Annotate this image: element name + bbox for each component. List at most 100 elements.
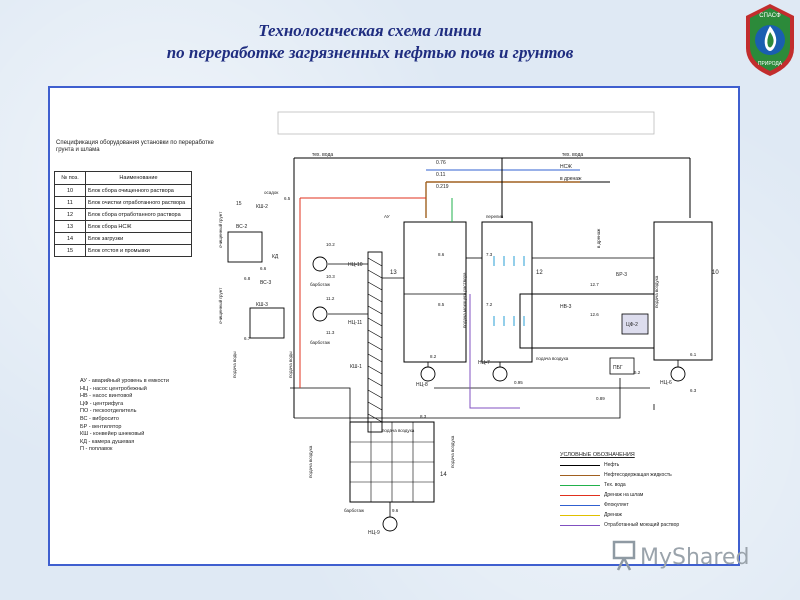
pipe-code-1: 0.76: [436, 160, 446, 166]
unit-15-label: 15: [236, 201, 242, 207]
legend-swatch: [560, 504, 600, 506]
legend-item: Тех. вода: [560, 480, 710, 490]
spec-name: Блок сбора НСЖ: [85, 220, 192, 233]
tag-4: 7.2: [486, 302, 493, 307]
abbr-item: НЦ - насос центробежный: [80, 385, 147, 392]
pipe-label-3: в дренаж: [560, 176, 582, 182]
vessel-14-label: 14: [440, 472, 447, 478]
title-line-2: по переработке загрязненных нефтью почв …: [166, 43, 574, 62]
legend-label: Нефть: [604, 462, 620, 468]
legend-swatch: [560, 484, 600, 486]
tag-12: 6.8: [244, 276, 251, 281]
legend-label: Нефтесодержащая жидкость: [604, 472, 672, 478]
spec-name: Блок сбора отработанного раствора: [85, 208, 192, 221]
spec-name: Блок сбора очищенного раствора: [85, 184, 192, 197]
spec-title: Спецификация оборудования установки по п…: [56, 140, 214, 153]
table-row: 12 Блок сбора отработанного раствора: [54, 208, 192, 221]
side-label-8: барботаж: [344, 508, 364, 513]
spec-pos: 12: [54, 208, 86, 221]
spec-pos: 14: [54, 232, 86, 245]
spec-pos: 13: [54, 220, 86, 233]
tag-22: 0.95: [514, 380, 523, 385]
vessel-12-label: 12: [536, 270, 543, 276]
legend-label: Дренаж на шлам: [604, 492, 644, 498]
tag-20: 8.3: [420, 414, 427, 419]
tag-19: 8.2: [430, 354, 437, 359]
tag-9: 12.7: [590, 282, 599, 287]
legend-label: Флокулянт: [604, 502, 629, 508]
abbreviation-legend: АУ - аварийный уровень в емкости НЦ - на…: [80, 378, 250, 454]
tag-7: 11.2: [326, 296, 335, 301]
abbr-item: НВ - насос винтовой: [80, 393, 133, 400]
tag-15: 9.6: [392, 508, 399, 513]
pump-nc10-label: НЦ-10: [348, 262, 363, 268]
tag-3: 7.3: [486, 252, 493, 257]
pump-nc8-label: НЦ-8: [416, 382, 428, 388]
tag-26: барботаж: [310, 282, 330, 287]
tag-16: 6.1: [690, 352, 697, 357]
unit-pbg-label: ПБГ: [613, 365, 623, 371]
legend-item: Дренаж: [560, 510, 710, 520]
unit-cf2-label: ЦФ-2: [626, 322, 638, 328]
side-label-3: подача воды: [232, 351, 237, 378]
leaf-drop-icon: СПАСФ ПРИРОДА: [746, 4, 794, 76]
vessel-13-label: 13: [390, 270, 397, 276]
side-label-2: очищенный грунт: [217, 288, 223, 324]
tag-18: 6.3: [690, 388, 697, 393]
pump-nc9-label: НЦ-9: [368, 530, 380, 536]
unit-vs2-label: ВС-2: [236, 224, 247, 230]
legend-swatch: [560, 524, 600, 526]
tag-13: 6.7: [244, 336, 251, 341]
pump-nc11-label: НЦ-11: [348, 320, 362, 326]
side-label-11: подача воздуха: [450, 435, 455, 468]
legend-item: Нефть: [560, 460, 710, 470]
page-title: Технологическая схема линии по переработ…: [60, 20, 680, 64]
vessel-10-label: 10: [712, 270, 719, 276]
unit-kd-label: КД: [272, 254, 279, 260]
side-label-12: подача воздуха: [654, 275, 659, 308]
tag-10: 12.6: [590, 312, 599, 317]
tag-25: осадок: [264, 190, 278, 195]
process-diagram: 0.76 0.11 0.219 тех. вода НСЖ в дренаж т…: [217, 111, 719, 536]
abbr-item: АУ - аварийный уровень в емкости: [80, 378, 169, 384]
table-row: 15 Блок отстоя и промывки: [54, 244, 192, 257]
side-label-4: подача воды: [288, 351, 293, 378]
conveyor-label: КШ-1: [350, 364, 362, 370]
tag-11: 6.6: [260, 266, 267, 271]
table-row: 13 Блок сбора НСЖ: [54, 220, 192, 233]
side-label-5: подача моющего раствора: [462, 272, 467, 328]
table-row: 14 Блок загрузки: [54, 232, 192, 245]
tag-8: 11.3: [326, 330, 335, 335]
abbr-item: КД - камера душевая: [80, 438, 135, 445]
tag-23: АУ: [384, 214, 390, 219]
abbr-item: КШ - конвейер шнековый: [80, 431, 145, 438]
abbr-item: ПО - пескоотделитель: [80, 408, 137, 415]
watermark-text: MyShared: [640, 545, 749, 570]
logo-text-bottom: ПРИРОДА: [758, 61, 783, 67]
tag-1: 8.6: [438, 252, 445, 257]
legend-swatch: [560, 464, 600, 466]
tag-24: перелив: [486, 214, 504, 219]
spec-name: Блок очистки отработанного раствора: [85, 196, 192, 209]
pipe-code-2: 0.11: [436, 172, 446, 178]
legend-label: Отработанный моющий раствор: [604, 522, 680, 528]
legend-item: Флокулянт: [560, 500, 710, 510]
spec-name: Блок отстоя и промывки: [85, 244, 192, 257]
pump-nc7-label: НЦ-7: [478, 360, 490, 366]
tag-21: 0.89: [596, 396, 605, 401]
legend-item: Дренаж на шлам: [560, 490, 710, 500]
top-left-label: тех. вода: [312, 152, 333, 158]
side-label-9: подача воздуха: [382, 428, 415, 433]
spec-pos: 11: [54, 196, 86, 209]
legend-item: Нефтесодержащая жидкость: [560, 470, 710, 480]
legend-swatch: [560, 494, 600, 496]
spec-name: Блок загрузки: [85, 232, 192, 245]
legend-header: УСЛОВНЫЕ ОБОЗНАЧЕНИЯ: [560, 452, 635, 458]
tag-6: 10.3: [326, 274, 335, 279]
spec-header-name: Наименование: [85, 171, 192, 185]
pump-nc6-label: НЦ-6: [660, 380, 672, 386]
tag-17: 6.2: [634, 370, 641, 375]
legend-label: Тех. вода: [604, 482, 626, 488]
legend-swatch: [560, 514, 600, 516]
abbr-item: БР - вентилятор: [80, 423, 122, 430]
